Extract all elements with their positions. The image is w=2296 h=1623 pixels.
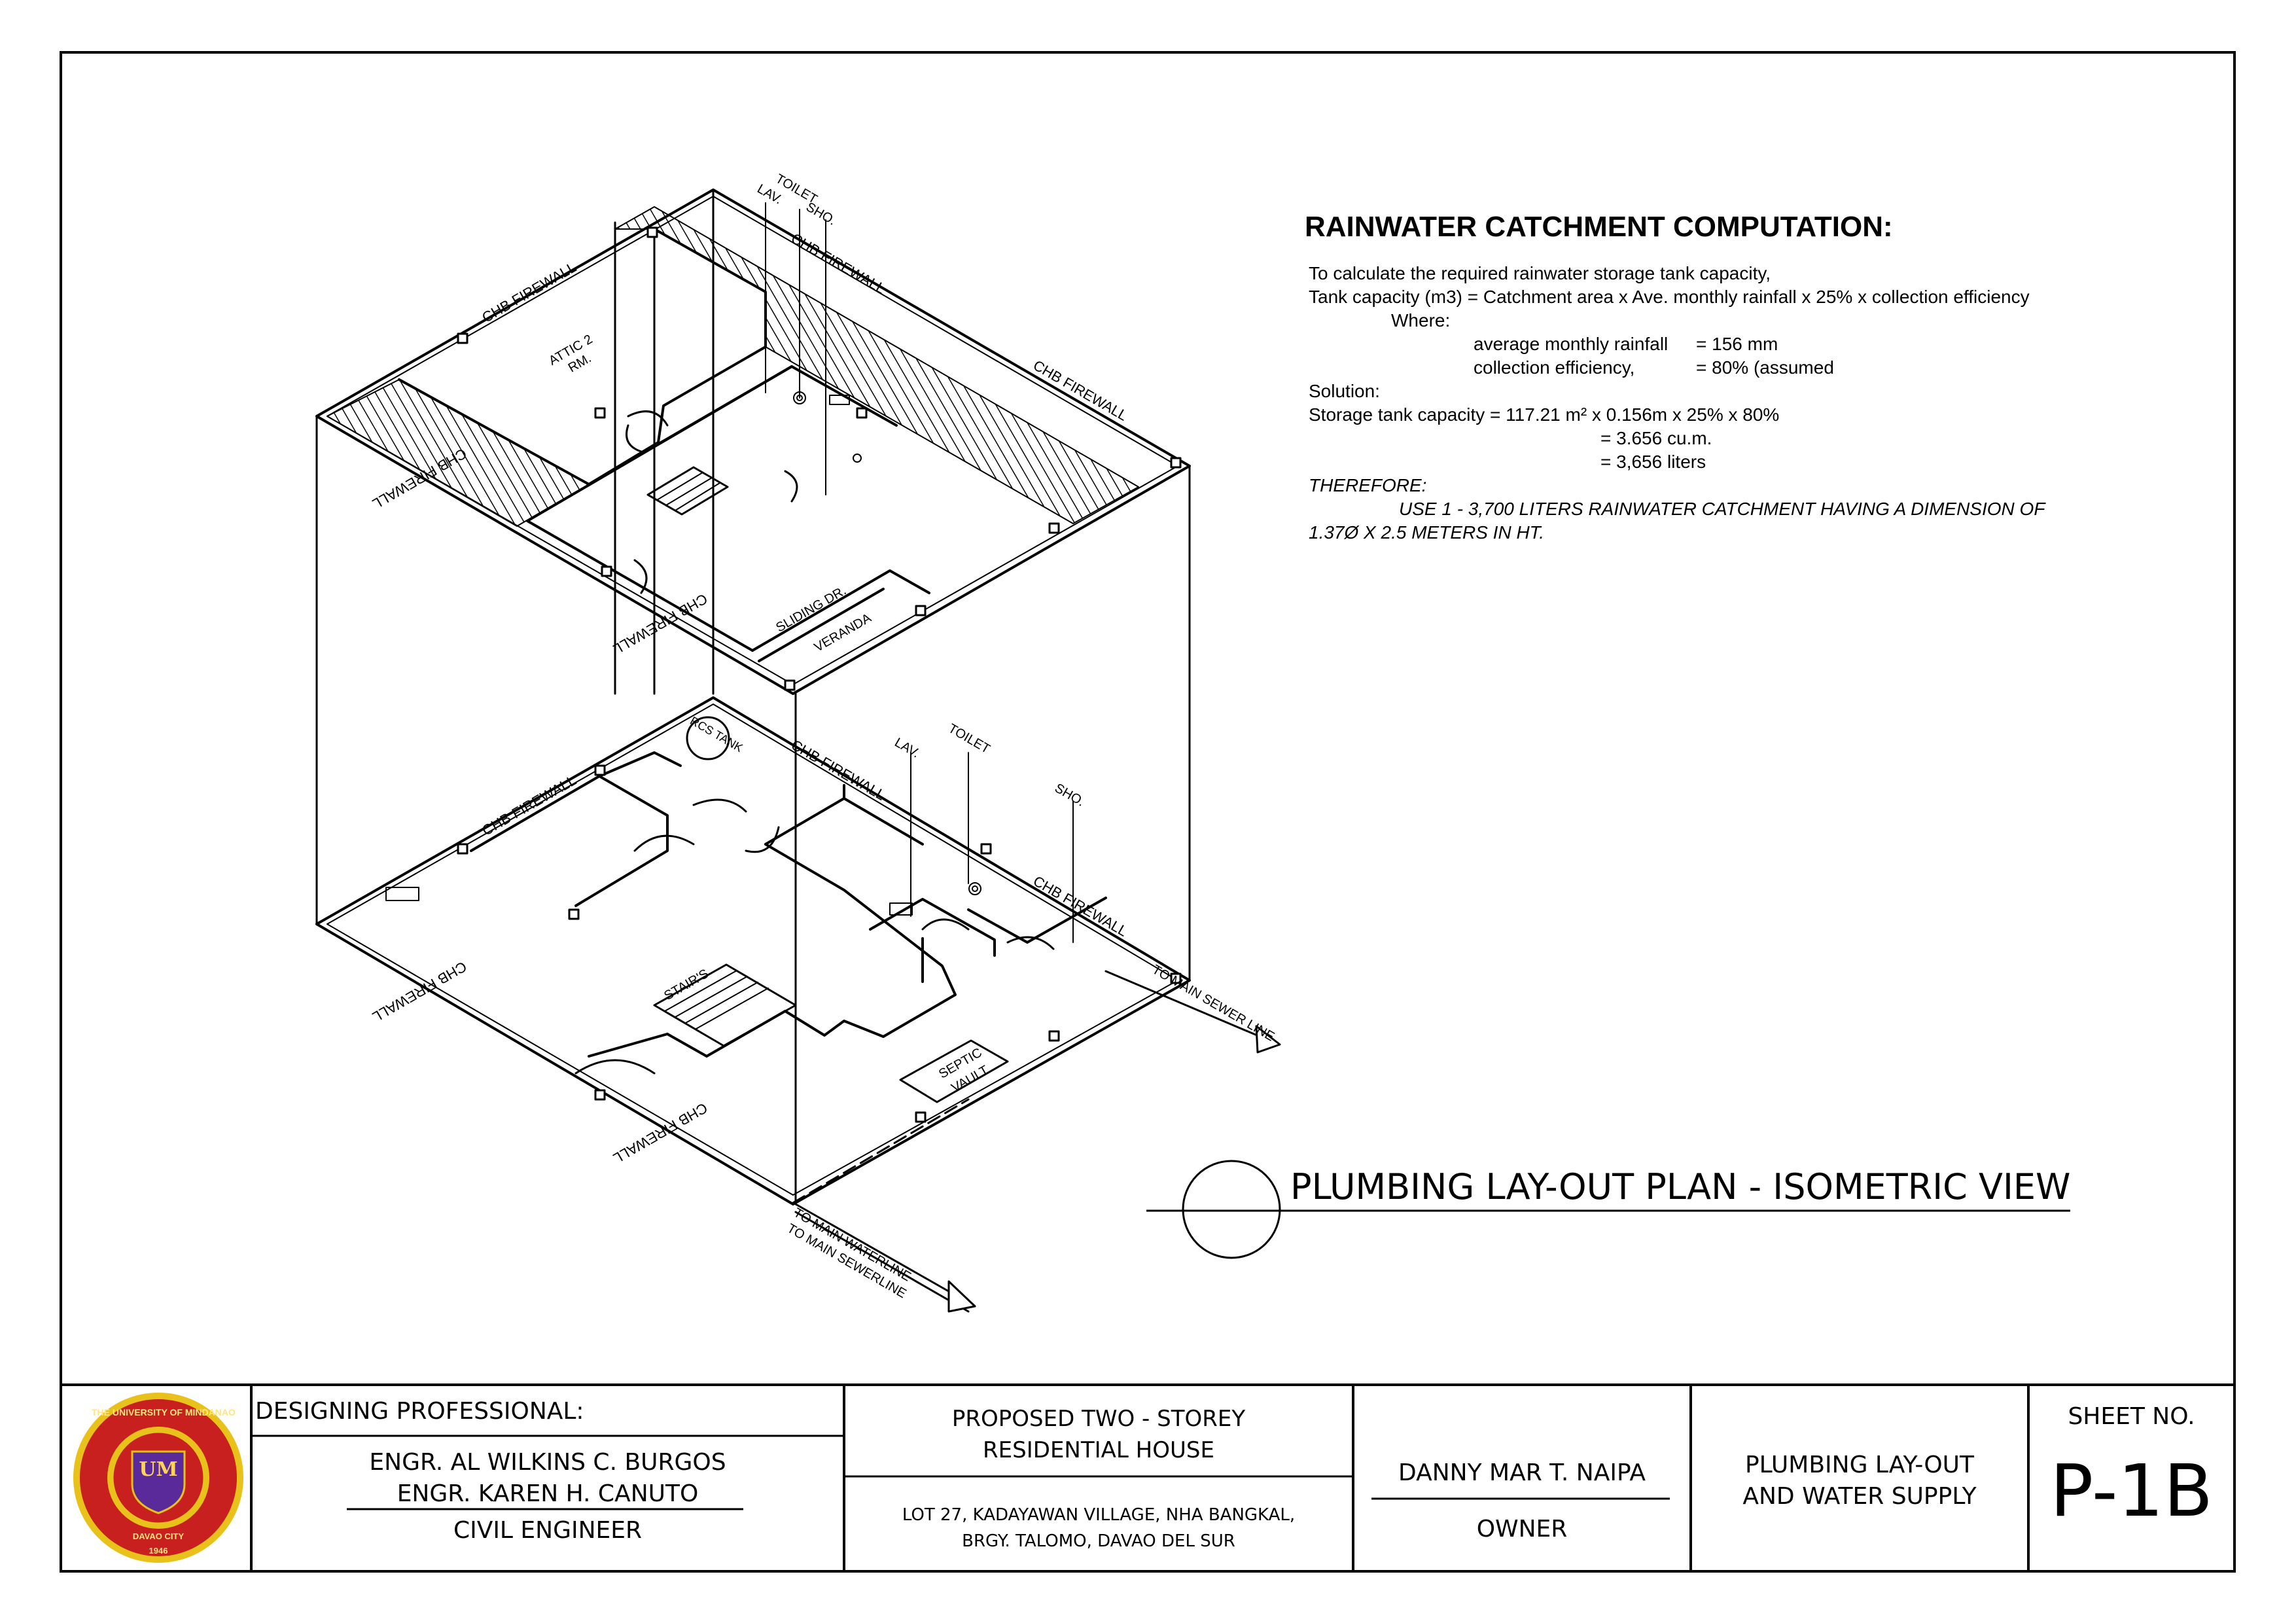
designing-professional-label: DESIGNING PROFESSIONAL: [255, 1398, 584, 1425]
sheet-no-label: SHEET NO. [2068, 1403, 2195, 1430]
computation-where: Where: [1391, 310, 1451, 330]
seal-monogram: UM [139, 1458, 178, 1481]
owner-label: OWNER [1476, 1516, 1568, 1543]
university-seal [73, 1393, 243, 1563]
project-title-2: RESIDENTIAL HOUSE [983, 1437, 1214, 1463]
rainfall-value: = 156 mm [1696, 334, 1778, 354]
use-line-1: USE 1 - 3,700 LITERS RAINWATER CATCHMENT… [1399, 499, 2045, 519]
result-cum: = 3.656 cu.m. [1600, 428, 1712, 448]
storage-line: Storage tank capacity = 117.21 m² x 0.15… [1309, 404, 1780, 425]
engineer-1: ENGR. AL WILKINS C. BURGOS [369, 1449, 726, 1476]
efficiency-label: collection efficiency, [1474, 357, 1635, 378]
isometric-plumbing-drawing [315, 188, 1281, 1313]
computation-intro: To calculate the required rainwater stor… [1309, 263, 1771, 283]
project-title-1: PROPOSED TWO - STOREY [951, 1406, 1246, 1432]
seal-city: DAVAO CITY [132, 1531, 185, 1541]
computation-solution: Solution: [1309, 381, 1380, 401]
rainfall-label: average monthly rainfall [1474, 334, 1669, 354]
use-line-2: 1.37Ø X 2.5 METERS IN HT. [1309, 522, 1544, 543]
sheet-border [60, 51, 2236, 1573]
location-line-2: BRGY. TALOMO, DAVAO DEL SUR [962, 1531, 1235, 1551]
bounding-box [315, 188, 1191, 1205]
seal-name: THE UNIVERSITY OF MINDANAO [92, 1407, 236, 1418]
column-markers [457, 226, 1182, 1123]
arrow-main-lines [947, 1025, 1281, 1313]
engineer-2: ENGR. KAREN H. CANUTO [397, 1480, 699, 1507]
efficiency-value: = 80% (assumed [1696, 357, 1834, 378]
result-liters: = 3,656 liters [1600, 452, 1706, 472]
owner-name: DANNY MAR T. NAIPA [1398, 1459, 1646, 1486]
computation-title: RAINWATER CATCHMENT COMPUTATION: [1305, 211, 1893, 243]
seal-year: 1946 [149, 1546, 168, 1556]
utility-lines [792, 970, 1271, 1313]
computation-formula: Tank capacity (m3) = Catchment area x Av… [1309, 287, 2030, 307]
therefore: THEREFORE: [1309, 475, 1427, 495]
lower-floor-plan [315, 696, 1191, 1205]
lower-toilet-fixtures [385, 882, 981, 916]
drawing-title: PLUMBING LAY-OUT PLAN - ISOMETRIC VIEW [1290, 1166, 2071, 1207]
sheet-number: P-1B [2049, 1449, 2214, 1533]
upper-toilet-fixtures [793, 391, 862, 463]
title-block-grid [61, 1383, 2234, 1571]
plumbing-risers [765, 202, 1074, 943]
sheet-title-1: PLUMBING LAY-OUT [1744, 1452, 1975, 1478]
location-line-1: LOT 27, KADAYAWAN VILLAGE, NHA BANGKAL, [902, 1505, 1296, 1525]
civil-engineer-label: CIVIL ENGINEER [453, 1517, 643, 1544]
drawing-title-marker [1146, 1160, 2070, 1259]
sheet-title-2: AND WATER SUPPLY [1742, 1483, 1977, 1510]
upper-roof-hatch [327, 206, 1139, 527]
